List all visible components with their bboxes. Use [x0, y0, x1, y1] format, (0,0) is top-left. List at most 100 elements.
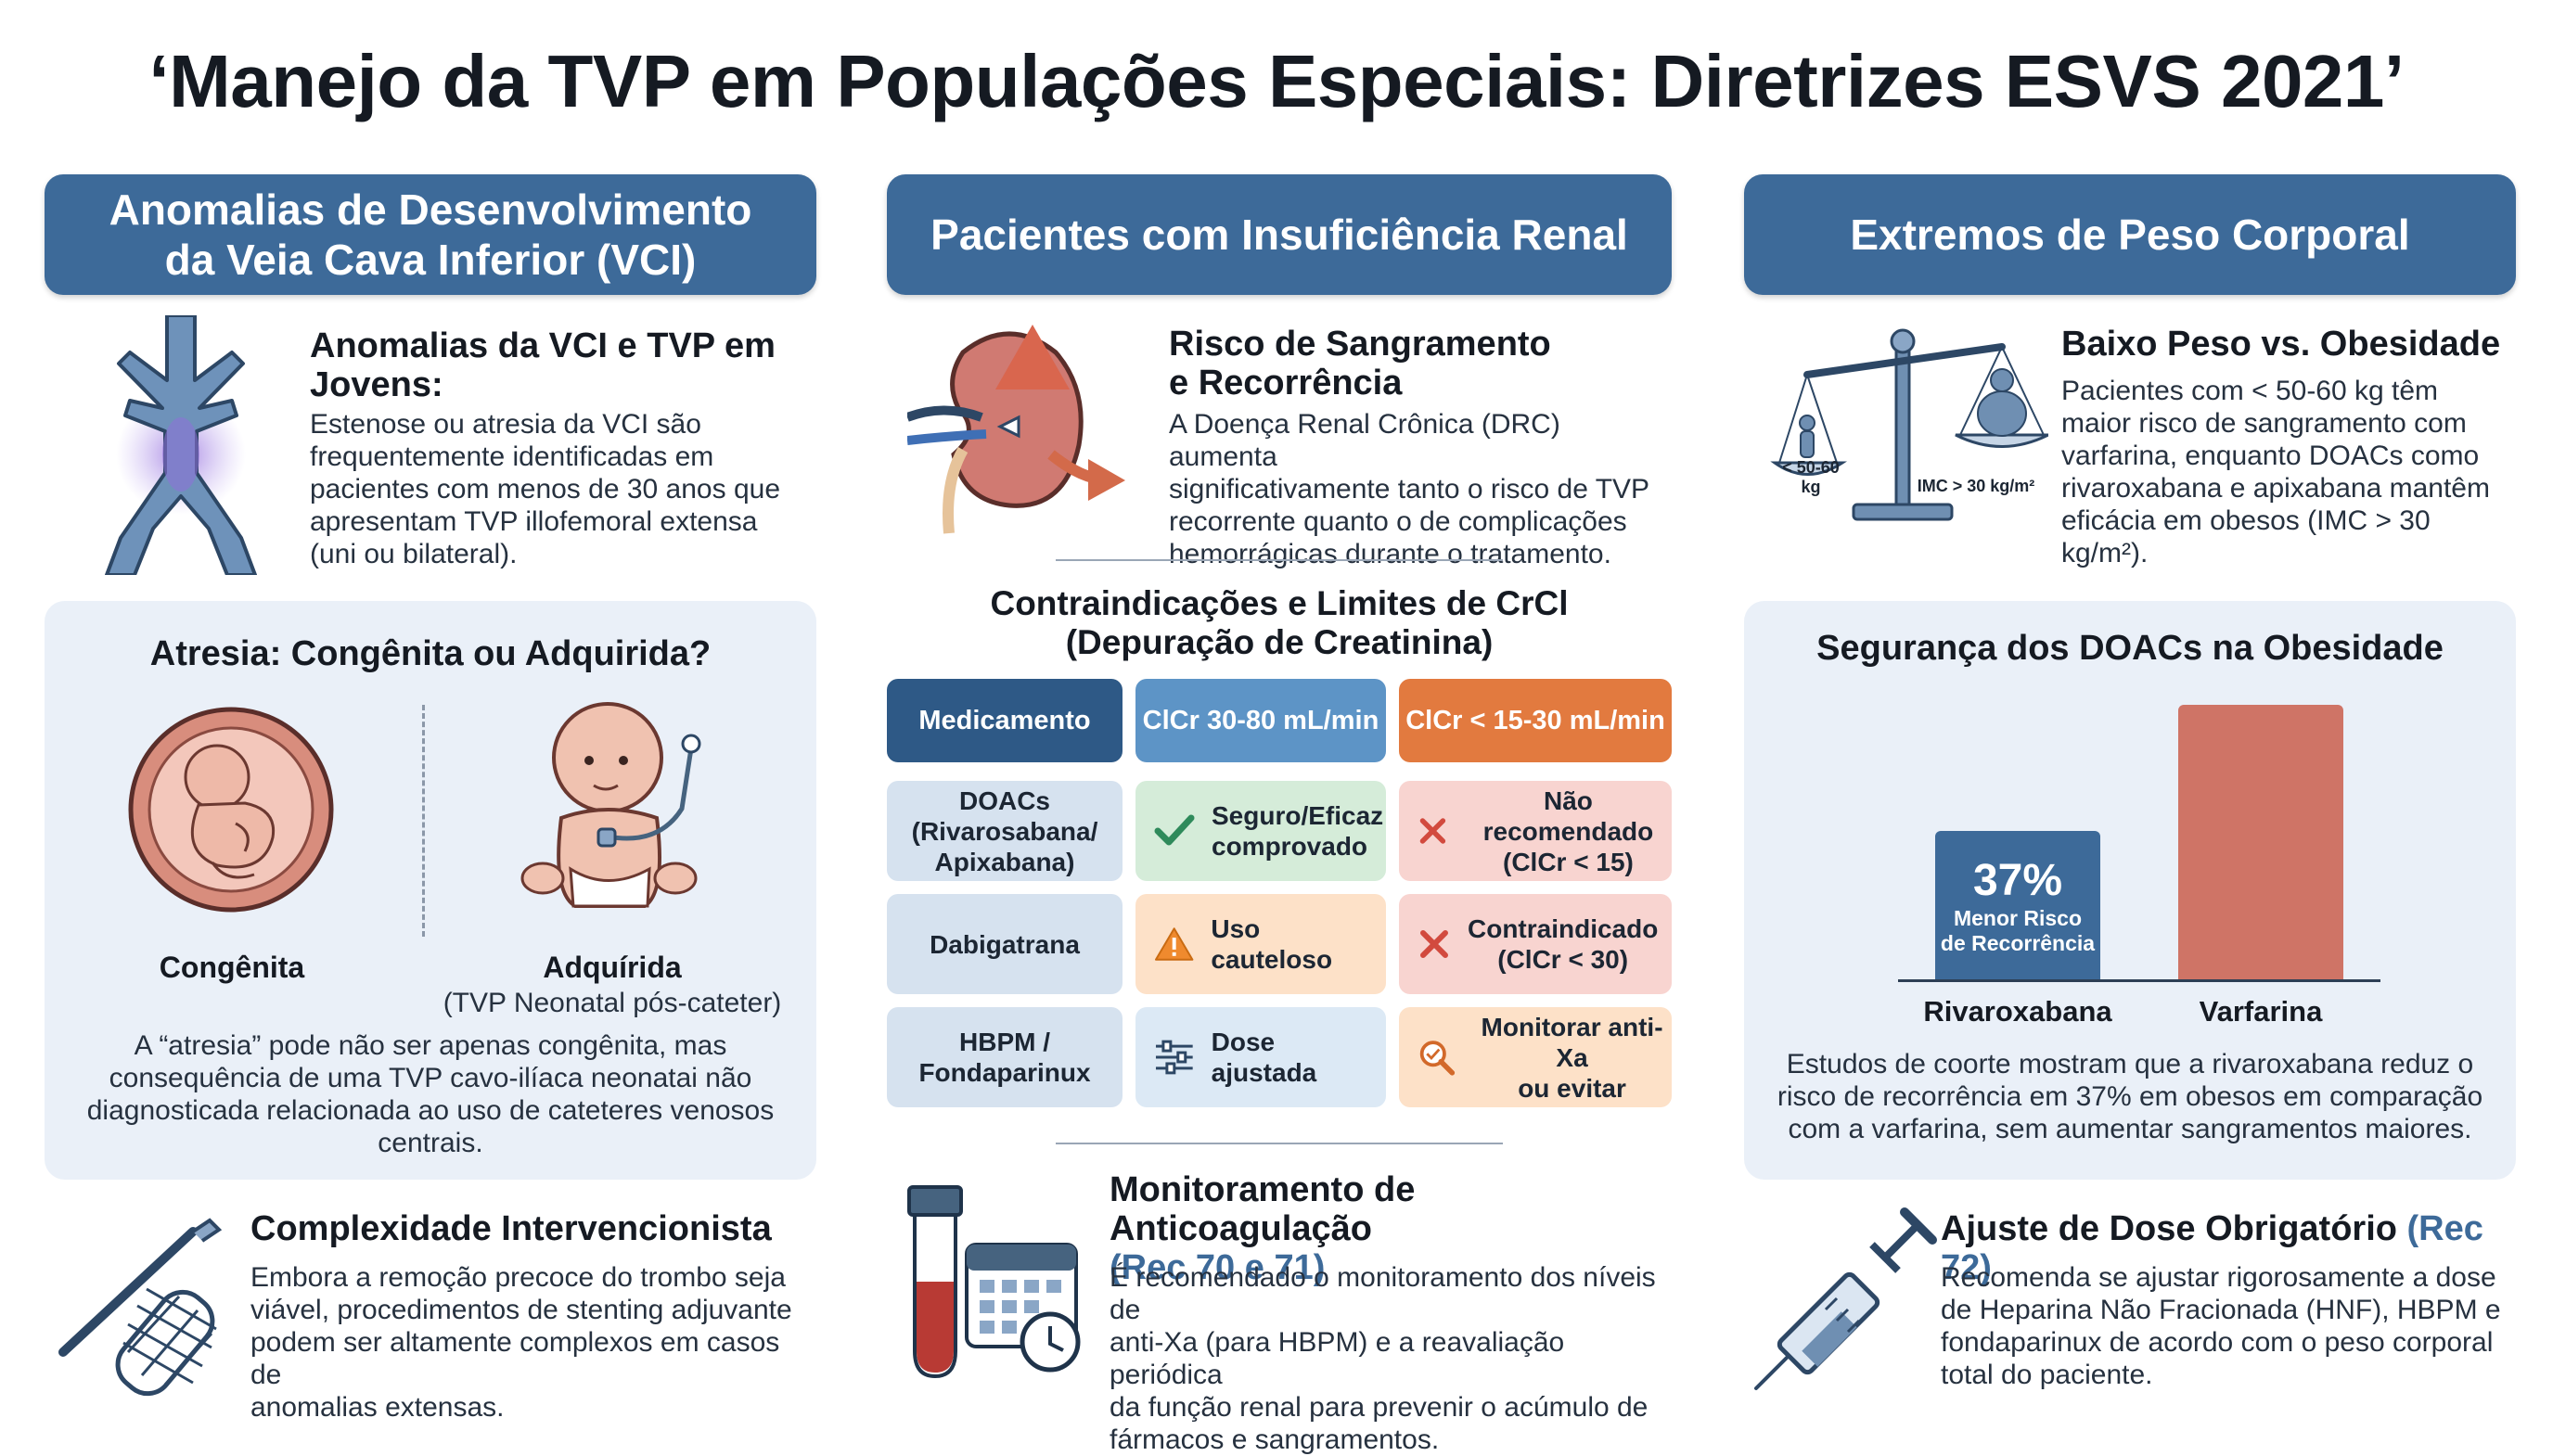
- text-line: diagnosticada relacionada ao uso de cate…: [86, 1095, 775, 1126]
- title-line: Risco de Sangramento: [1169, 325, 1551, 364]
- header-line: Anomalias de Desenvolvimento: [109, 185, 752, 234]
- text-line: fondaparinux de acordo com o peso corpor…: [1941, 1327, 2494, 1358]
- recommendation-ref: (Rec 70 e 71): [1110, 1248, 1326, 1287]
- fetus-in-womb-icon: [128, 707, 334, 913]
- chart-baseline: [1898, 979, 2380, 982]
- section-title-dose: Ajuste de Dose Obrigatório (Rec 72): [1941, 1209, 2516, 1287]
- section-body-intervention: Embora a remoção precoce do trombo seja …: [250, 1261, 807, 1424]
- table-cell-right: Não recomendado (ClCr < 15): [1399, 781, 1672, 881]
- magnifier-icon: [1419, 1041, 1456, 1076]
- cell-line: Contraindicado: [1468, 914, 1659, 943]
- column-header-weight: Extremos de Peso Corporal: [1744, 174, 2516, 295]
- text-line: anti-Xa (para HBPM) e a reavaliação peri…: [1110, 1327, 1565, 1390]
- table-header-crcl-30-80: ClCr 30-80 mL/min: [1135, 679, 1386, 762]
- divider: [1056, 559, 1503, 561]
- text-line: significativamente tanto o risco de TVP: [1169, 474, 1650, 504]
- text-line: risco de recorrência em 37% em obesos em…: [1777, 1081, 2483, 1112]
- balance-scale-icon: [1770, 328, 2048, 521]
- text-line: pacientes com menos de 30 anos que: [310, 474, 780, 504]
- acquired-label: Adquírida: [543, 951, 682, 984]
- cell-text: Monitorar anti-Xa ou evitar: [1472, 1012, 1672, 1104]
- text-line: recorrente quanto o de complicações: [1169, 506, 1627, 537]
- section-title-weight: Baixo Peso vs. Obesidade: [2061, 325, 2501, 364]
- text-line: hemorrágicas durante o tratamento.: [1169, 539, 1611, 569]
- section-body-ivc-young: Estenose ou atresia da VCI são frequente…: [310, 408, 811, 570]
- text-line: rivaroxabana e apixabana mantêm: [2061, 473, 2490, 504]
- bar-sublabel-line: de Recorrência: [1940, 931, 2096, 955]
- divider-dashed: [422, 705, 425, 937]
- text-line: podem ser altamente complexos em casos d…: [250, 1327, 780, 1390]
- text-line: Pacientes com < 50-60 kg têm: [2061, 376, 2439, 406]
- cell-line: Fondaparinux: [918, 1058, 1091, 1087]
- table-cell-mid: Dose ajustada: [1135, 1007, 1386, 1107]
- acquired-subtitle: (TVP Neonatal pós-cateter): [443, 988, 782, 1018]
- title-line: Contraindicações e Limites de CrCl: [990, 584, 1569, 622]
- acquired-caption: Adquírida (TVP Neonatal pós-cateter): [436, 948, 789, 1019]
- bar-varfarina: [2178, 705, 2343, 981]
- text-line: centrais.: [378, 1128, 483, 1158]
- bar-value-label: 37%: [1972, 856, 2063, 905]
- text-line: A Doença Renal Crônica (DRC) aumenta: [1169, 409, 1560, 472]
- section-body-monitoring: É recomendado o monitoramento dos níveis…: [1110, 1261, 1675, 1456]
- text-line: A “atresia” pode não ser apenas congênit…: [134, 1030, 727, 1061]
- header-text: Pacientes com Insuficiência Renal: [930, 211, 1628, 259]
- atresia-body: A “atresia” pode não ser apenas congênit…: [63, 1029, 798, 1159]
- title-line: e Recorrência: [1169, 364, 1403, 402]
- chart-title: Segurança dos DOACs na Obesidade: [1816, 629, 2444, 668]
- text-line: total do paciente.: [1941, 1360, 2153, 1390]
- cell-text: Contraindicado (ClCr < 30): [1468, 913, 1658, 975]
- section-title-monitoring: Monitoramento de Anticoagulação (Rec 70 …: [1110, 1170, 1666, 1287]
- cell-line: ou evitar: [1518, 1073, 1626, 1103]
- cell-line: (ClCr < 15): [1503, 847, 1634, 876]
- table-cell-right: Contraindicado (ClCr < 30): [1399, 894, 1672, 994]
- table-title: Contraindicações e Limites de CrCl (Depu…: [887, 584, 1672, 662]
- bar-label-rivaroxabana: Rivaroxabana: [1923, 995, 2112, 1028]
- text-line: Recomenda se ajustar rigorosamente a dos…: [1941, 1262, 2496, 1293]
- table-cell-right: Monitorar anti-Xa ou evitar: [1399, 1007, 1672, 1107]
- page-title: ‘Manejo da TVP em Populações Especiais: …: [148, 40, 2405, 122]
- cell-line: (Rivarosabana/: [911, 816, 1098, 846]
- text-line: frequentemente identificadas em: [310, 441, 714, 472]
- congenital-label: Congênita: [159, 951, 305, 984]
- recommendation-ref: (Rec 72): [1941, 1209, 2483, 1287]
- stent-catheter-icon: [58, 1218, 223, 1397]
- cell-line: Não recomendado: [1482, 785, 1654, 846]
- header-line: da Veia Cava Inferior (VCI): [164, 236, 697, 284]
- section-body-weight: Pacientes com < 50-60 kg têm maior risco…: [2061, 375, 2507, 569]
- text-line: É recomendado o monitoramento dos níveis…: [1110, 1262, 1656, 1325]
- table-header-drug: Medicamento: [887, 679, 1123, 762]
- x-icon: [1419, 818, 1446, 844]
- text-line: Embora a remoção precoce do trombo seja: [250, 1262, 786, 1293]
- x-icon: [1420, 930, 1448, 958]
- header-text: Extremos de Peso Corporal: [1850, 211, 2410, 259]
- text-line: com a varfarina, sem aumentar sangrament…: [1788, 1114, 2472, 1144]
- title-line: Monitoramento de Anticoagulação: [1110, 1170, 1416, 1248]
- table-cell-drug: DOACs (Rivarosabana/ Apixabana): [887, 781, 1123, 881]
- cell-line: (ClCr < 30): [1497, 945, 1629, 974]
- cell-line: Monitorar anti-Xa: [1481, 1012, 1663, 1072]
- text-line: fármacos e sangramentos.: [1110, 1424, 1440, 1455]
- text-line: de Heparina Não Fracionada (HNF), HBPM e: [1941, 1295, 2501, 1325]
- divider: [1056, 1143, 1503, 1144]
- text-line: apresentam TVP illofemoral extensa: [310, 506, 758, 537]
- bar-sublabel-line: Menor Risco: [1953, 906, 2082, 930]
- column-header-renal: Pacientes com Insuficiência Renal: [887, 174, 1672, 295]
- text-line: maior risco de sangramento com: [2061, 408, 2467, 439]
- syringe-icon: [1754, 1207, 1937, 1390]
- section-body-dose: Recomenda se ajustar rigorosamente a dos…: [1941, 1261, 2516, 1391]
- table-cell-drug: Dabigatrana: [887, 894, 1123, 994]
- section-body-bleeding-risk: A Doença Renal Crônica (DRC) aumenta sig…: [1169, 408, 1670, 570]
- cell-text: Seguro/Eficaz comprovado: [1212, 800, 1383, 862]
- sliders-icon: [1155, 1040, 1193, 1075]
- text-line: varfarina, enquanto DOACs como: [2061, 441, 2480, 471]
- text-line: viável, procedimentos de stenting adjuva…: [250, 1295, 792, 1325]
- cell-line: Dose ajustada: [1211, 1028, 1317, 1087]
- cell-line: comprovado: [1212, 832, 1368, 861]
- cell-line: Apixabana): [934, 847, 1075, 876]
- text-line: kg/m²).: [2061, 538, 2149, 568]
- title-line: (Depuração de Creatinina): [1065, 623, 1494, 661]
- title-line: Anomalias da VCI e TVP em: [310, 326, 776, 365]
- text-line: (uni ou bilateral).: [310, 539, 518, 569]
- baby-with-catheter-icon: [520, 702, 701, 908]
- table-cell-mid: Seguro/Eficaz comprovado: [1135, 781, 1386, 881]
